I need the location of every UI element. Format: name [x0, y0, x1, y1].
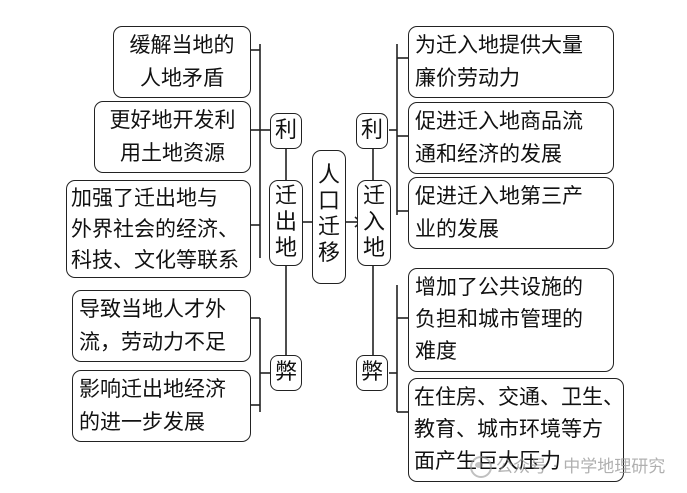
box-line: 促进迁入地商品流	[415, 109, 583, 133]
box-line: 外界社会的经济、	[71, 217, 239, 241]
in-pros-tag: 利	[356, 113, 388, 149]
box-line: 廉价劳动力	[415, 66, 520, 90]
in-title-char: 地	[362, 236, 385, 261]
watermark-text: 公众号 · 中学地理研究	[496, 457, 666, 477]
box-line: 缓解当地的	[129, 33, 235, 57]
out-pro-box-2: 更好地开发利 用土地资源	[94, 101, 251, 173]
out-con-box-1: 导致当地人才外 流，劳动力不足	[72, 290, 251, 362]
box-line: 负担和城市管理的	[415, 307, 583, 331]
out-cons-tag: 弊	[270, 355, 302, 391]
box-line: 更好地开发利	[109, 108, 236, 132]
watermark: 公众号 · 中学地理研究	[470, 452, 665, 478]
box-line: 通和经济的发展	[415, 142, 562, 166]
in-region-node: 迁 入 地	[357, 180, 391, 266]
center-char: 口	[317, 189, 340, 214]
center-char: 迁	[317, 215, 340, 240]
box-line: 加强了迁出地与	[71, 186, 218, 210]
box-line: 流，劳动力不足	[79, 330, 226, 354]
out-title-char: 迁	[274, 184, 297, 209]
box-line: 促进迁入地第三产	[415, 184, 583, 208]
box-line: 科技、文化等联系	[71, 248, 239, 272]
out-pro-box-3: 加强了迁出地与 外界社会的经济、 科技、文化等联系	[66, 180, 251, 278]
box-line: 教育、城市环境等方	[414, 417, 603, 441]
box-line: 的进一步发展	[79, 410, 205, 434]
in-pro-box-3: 促进迁入地第三产 业的发展	[408, 177, 614, 249]
out-con-box-2: 影响迁出地经济 的进一步发展	[72, 370, 251, 442]
out-title-char: 地	[274, 236, 297, 261]
box-line: 人地矛盾	[140, 66, 224, 90]
in-pro-box-2: 促进迁入地商品流 通和经济的发展	[408, 102, 614, 174]
center-char: 人	[317, 163, 340, 188]
in-title-char: 迁	[362, 184, 385, 209]
out-region-node: 迁 出 地	[269, 180, 303, 266]
out-pros-tag: 利	[270, 113, 302, 149]
box-line: 为迁入地提供大量	[415, 33, 583, 57]
center-node-population-migration: 人 口 迁 移	[312, 150, 346, 284]
box-line: 业的发展	[415, 217, 499, 241]
in-cons-tag: 弊	[356, 355, 388, 391]
out-title-char: 出	[274, 210, 297, 235]
box-line: 在住房、交通、卫生、	[414, 385, 624, 409]
out-pro-box-1: 缓解当地的 人地矛盾	[113, 26, 251, 98]
wechat-icon	[470, 456, 492, 478]
box-line: 难度	[415, 339, 457, 363]
box-line: 增加了公共设施的	[415, 275, 583, 299]
in-pro-box-1: 为迁入地提供大量 廉价劳动力	[408, 26, 614, 98]
in-title-char: 入	[362, 210, 385, 235]
center-char: 移	[317, 241, 340, 266]
in-con-box-1: 增加了公共设施的 负担和城市管理的 难度	[408, 268, 614, 372]
box-line: 影响迁出地经济	[79, 377, 226, 401]
box-line: 用土地资源	[120, 141, 225, 165]
box-line: 导致当地人才外	[79, 297, 226, 321]
